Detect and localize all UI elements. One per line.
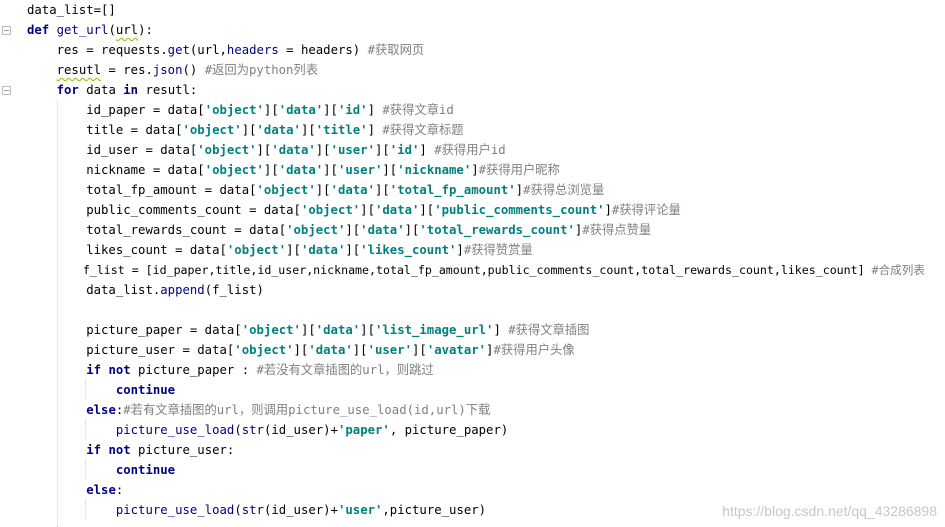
code-line: picture_user = data['object']['data']['u…	[27, 343, 575, 357]
code-line: id_paper = data['object']['data']['id'] …	[27, 103, 454, 117]
watermark: https://blog.csdn.net/qq_43286898	[722, 503, 937, 519]
code-line: likes_count = data['object']['data']['li…	[27, 243, 533, 257]
code-line: resutl = res.json() #返回为python列表	[56, 63, 319, 77]
code-line: id_user = data['object']['data']['user']…	[27, 143, 506, 157]
fold-toggle-def[interactable]	[2, 26, 11, 35]
indent-guide	[85, 420, 86, 440]
editor-gutter	[0, 0, 12, 527]
indent-guide	[85, 460, 86, 480]
code-line: data_list.append(f_list)	[27, 283, 264, 297]
code-line: def get_url(url):	[27, 23, 153, 37]
code-line: res = requests.get(url,headers = headers…	[27, 43, 425, 57]
code-line: if not picture_user:	[86, 443, 235, 457]
code-line: nickname = data['object']['data']['user'…	[27, 163, 560, 177]
fold-toggle-for[interactable]	[2, 86, 11, 95]
code-line: else:	[86, 483, 124, 497]
indent-guide	[85, 380, 86, 400]
code-line: picture_use_load(str(id_user)+'paper', p…	[115, 423, 509, 437]
code-line: public_comments_count = data['object']['…	[27, 203, 681, 217]
code-line: total_rewards_count = data['object']['da…	[27, 223, 652, 237]
code-line: picture_use_load(str(id_user)+'user',pic…	[115, 503, 487, 517]
code-line: data_list=[]	[27, 3, 116, 17]
code-line: f_list = [id_paper,title,id_user,nicknam…	[27, 263, 925, 277]
code-line: picture_paper = data['object']['data']['…	[27, 323, 590, 337]
code-line: if not picture_paper : #若没有文章插图的url，则跳过	[86, 363, 434, 377]
indent-guide	[57, 100, 58, 527]
code-line: title = data['object']['data']['title'] …	[27, 123, 464, 137]
indent-guide	[85, 500, 86, 520]
code-line: total_fp_amount = data['object']['data']…	[27, 183, 605, 197]
code-line: else:#若有文章插图的url，则调用picture_use_load(id,…	[86, 403, 491, 417]
code-line: for data in resutl:	[56, 83, 198, 97]
code-line: continue	[115, 463, 176, 477]
code-line: continue	[115, 383, 176, 397]
